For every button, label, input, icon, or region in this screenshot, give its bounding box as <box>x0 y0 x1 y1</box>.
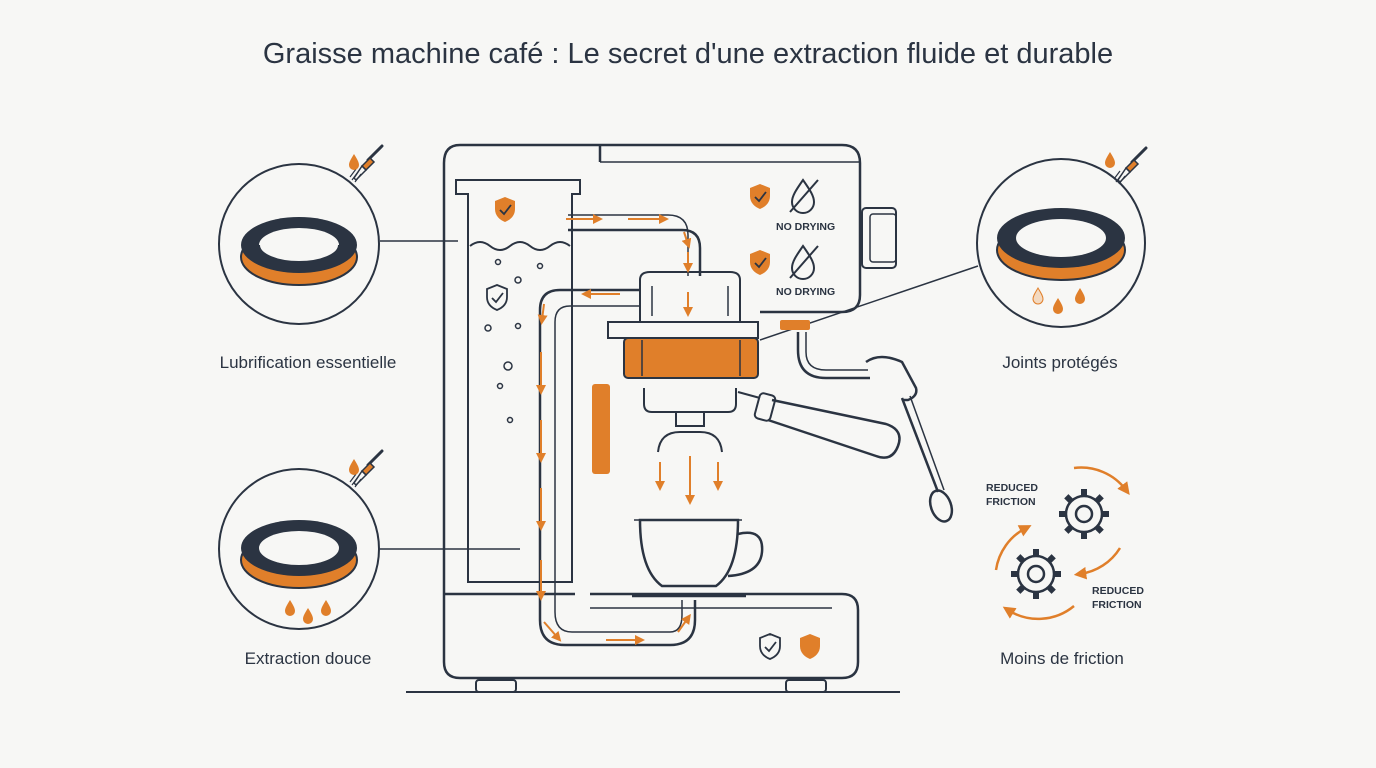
side-panel-orange <box>592 384 610 474</box>
steam-valve-orange <box>780 320 810 330</box>
no-drop-icon <box>789 244 819 280</box>
caption-joints: Joints protégés <box>1002 353 1118 372</box>
flow-arrows <box>536 214 723 645</box>
gasket-ring-icon <box>996 208 1126 281</box>
caption-friction: Moins de friction <box>1000 649 1124 668</box>
shield-check-icon <box>486 284 508 311</box>
caption-extraction: Extraction douce <box>244 649 372 668</box>
seal-circle-bottom-left <box>218 449 384 630</box>
shield-check-icon <box>759 633 781 660</box>
drop-icon <box>1105 152 1115 168</box>
seal-circle-top-left <box>218 144 384 325</box>
gasket-orange <box>623 337 759 379</box>
drop-icon <box>1032 287 1044 305</box>
shield-check-icon <box>750 184 770 209</box>
brush-icon <box>1112 146 1148 186</box>
reduced-friction-label-2: REDUCED FRICTION <box>1092 585 1144 611</box>
drop-icon <box>1075 288 1085 304</box>
drop-icon <box>349 154 359 170</box>
espresso-machine <box>406 143 954 693</box>
no-drying-label-2: NO DRYING <box>776 286 836 298</box>
drop-icon <box>303 608 313 624</box>
gasket-ring-icon <box>240 217 358 286</box>
shield-check-icon <box>495 197 515 222</box>
gears-icon <box>994 466 1130 621</box>
seal-circle-top-right <box>976 146 1148 328</box>
drop-icon <box>285 600 295 616</box>
drop-icon <box>349 459 359 475</box>
shield-check-icon <box>750 250 770 275</box>
caption-lubrification: Lubrification essentielle <box>219 353 397 372</box>
drop-icon <box>321 600 331 616</box>
drop-icon <box>1053 298 1063 314</box>
no-drop-icon <box>789 178 819 214</box>
no-drying-label-1: NO DRYING <box>776 221 836 233</box>
shield-check-icon <box>800 634 820 659</box>
page-title: Graisse machine café : Le secret d'une e… <box>262 38 1114 70</box>
gasket-ring-icon <box>240 520 358 589</box>
reduced-friction-label-1: REDUCED FRICTION <box>986 482 1038 508</box>
